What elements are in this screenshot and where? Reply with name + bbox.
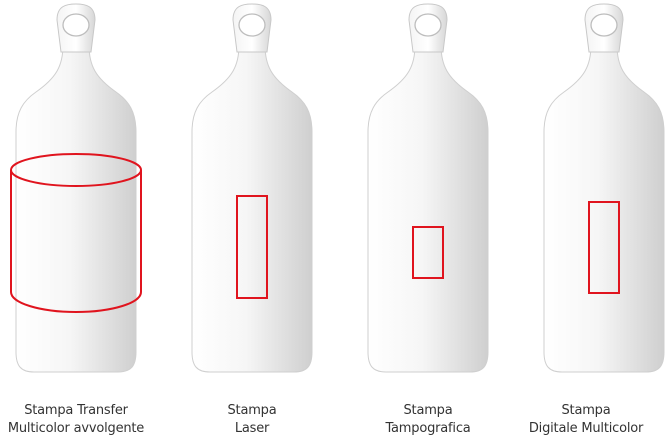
caption-laser-line1: Stampa (167, 402, 337, 420)
bottle-2 (192, 4, 312, 372)
caption-laser: Stampa Laser (167, 402, 337, 438)
caption-digitale-line1: Stampa (501, 402, 671, 420)
caption-tampografica-line1: Stampa (343, 402, 513, 420)
bottle-2-body (192, 45, 312, 372)
bottle-1 (11, 4, 141, 372)
bottle-4 (544, 4, 664, 372)
bottle-4-cap-ring (591, 14, 617, 36)
bottle-4-body (544, 45, 664, 372)
caption-laser-line2: Laser (167, 420, 337, 438)
caption-digitale: Stampa Digitale Multicolor (501, 402, 671, 438)
bottle-3-cap-ring (415, 14, 441, 36)
caption-digitale-line2: Digitale Multicolor (501, 420, 671, 438)
caption-tampografica-line2: Tampografica (343, 420, 513, 438)
bottle-2-cap-ring (239, 14, 265, 36)
caption-transfer: Stampa Transfer Multicolor avvolgente (0, 402, 161, 438)
caption-tampografica: Stampa Tampografica (343, 402, 513, 438)
caption-transfer-line2: Multicolor avvolgente (0, 420, 161, 438)
bottle-3 (368, 4, 488, 372)
caption-transfer-line1: Stampa Transfer (0, 402, 161, 420)
bottle-1-cap-ring (63, 14, 89, 36)
bottle-1-body (16, 45, 136, 372)
bottle-3-body (368, 45, 488, 372)
